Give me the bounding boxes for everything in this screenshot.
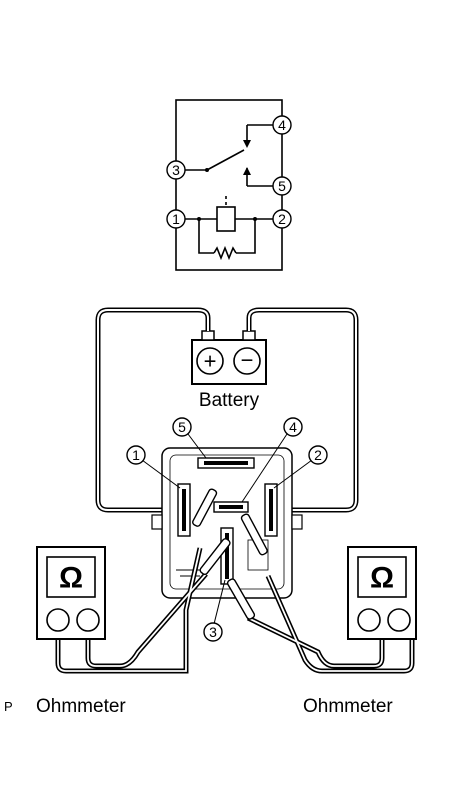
- svg-text:4: 4: [278, 117, 286, 133]
- battery-negative-terminal: [233, 347, 261, 375]
- relay-body: [151, 447, 303, 599]
- probe-right-1: [240, 513, 268, 556]
- ohmmeter-left-jack-1: [46, 608, 70, 632]
- ohmmeter-probes: [192, 488, 268, 620]
- corner-mark: P: [4, 699, 13, 714]
- switch-arm: [206, 149, 245, 171]
- ohmmeter-right-jack-2: [387, 608, 411, 632]
- svg-text:5: 5: [178, 419, 186, 435]
- ohmmeter-left: Ω: [36, 546, 106, 640]
- ohmmeter-left-jack-2: [76, 608, 100, 632]
- ohmmeter-left-display: [46, 556, 96, 598]
- relay-terminal-5: 5: [172, 417, 207, 459]
- svg-text:4: 4: [289, 419, 297, 435]
- coil-resistor: [213, 245, 237, 261]
- schematic-terminal-3: 3: [166, 160, 186, 180]
- relay-terminal-3: 3: [203, 579, 226, 642]
- svg-text:1: 1: [172, 211, 180, 227]
- schematic-terminals: 4 3 5 1 2: [166, 115, 292, 229]
- svg-text:3: 3: [209, 624, 217, 640]
- svg-text:5: 5: [278, 178, 286, 194]
- probe-right-2: [226, 578, 256, 620]
- relay-terminal-2: 2: [273, 445, 328, 489]
- ohmmeter-right-jack-1: [357, 608, 381, 632]
- probe-left-1: [192, 488, 218, 527]
- battery-positive-terminal: [196, 347, 224, 375]
- svg-text:2: 2: [278, 211, 286, 227]
- battery-label: Battery: [199, 390, 260, 411]
- schematic-terminal-1: 1: [166, 209, 186, 229]
- ohmmeter-right-display: [357, 556, 407, 598]
- svg-text:3: 3: [172, 162, 180, 178]
- battery-negative-post: [242, 330, 256, 341]
- probe-left-2: [199, 538, 231, 576]
- schematic-terminal-5: 5: [272, 176, 292, 196]
- ohmmeter-right-label: Ohmmeter: [303, 696, 393, 717]
- relay-terminal-labels: 1 5 4 2 3: [126, 417, 328, 642]
- svg-text:1: 1: [132, 447, 140, 463]
- svg-text:+: +: [204, 349, 217, 374]
- ohm-symbol-left: Ω: [59, 562, 83, 595]
- ohm-symbol-right: Ω: [370, 562, 394, 595]
- battery-positive-post: [201, 330, 215, 341]
- battery: + − Battery: [191, 330, 267, 411]
- relay-terminal-1: 1: [126, 445, 181, 489]
- schematic-terminal-4: 4: [272, 115, 292, 135]
- relay-schematic: [175, 99, 283, 271]
- ohmmeter-left-label: Ohmmeter: [36, 696, 126, 717]
- svg-text:2: 2: [314, 447, 322, 463]
- relay-terminal-4: 4: [241, 417, 303, 503]
- relay-coil: [216, 206, 236, 232]
- schematic-terminal-2: 2: [272, 209, 292, 229]
- svg-text:−: −: [241, 348, 254, 373]
- ohmmeter-right: Ω: [347, 546, 417, 640]
